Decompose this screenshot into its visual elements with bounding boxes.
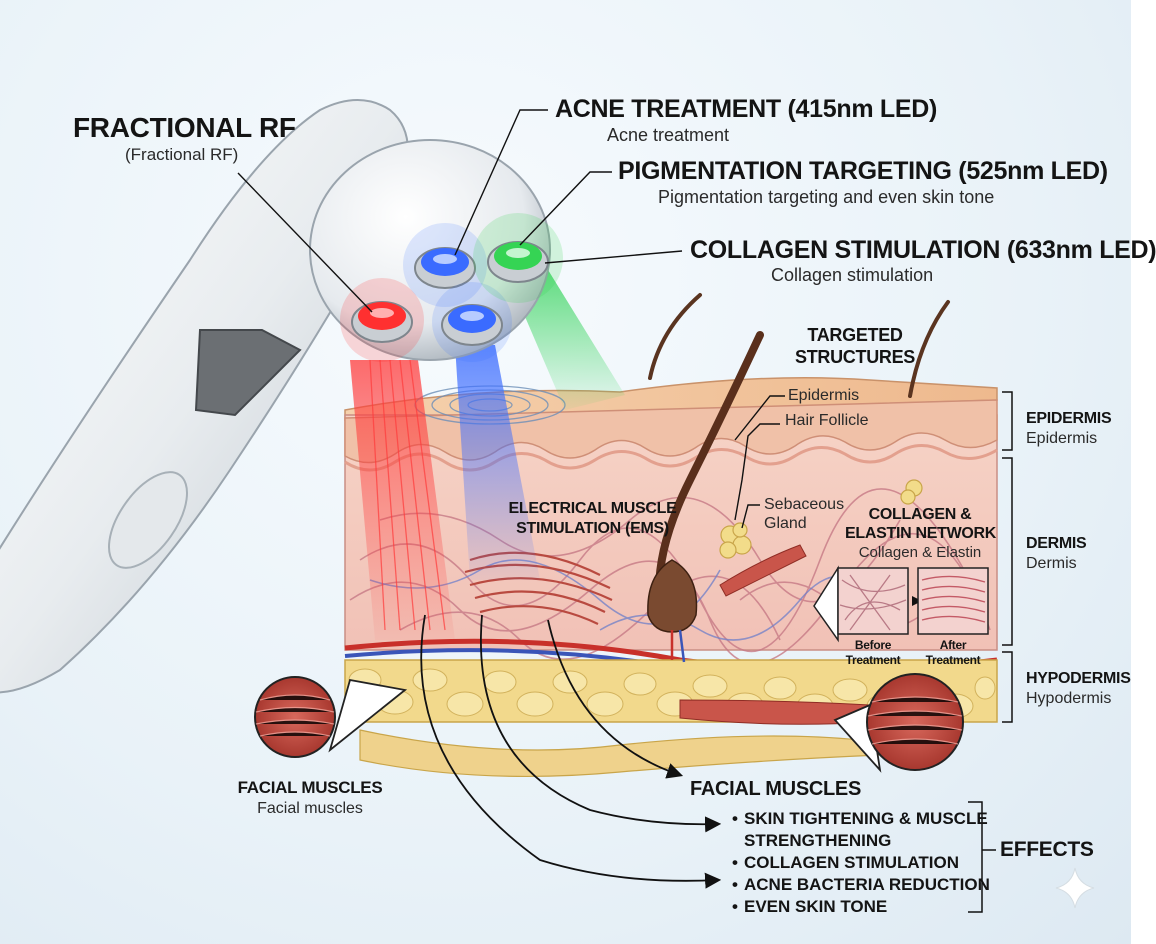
led-green [473,213,563,303]
label-fractional-rf-title: FRACTIONAL RF [73,112,296,143]
label-layer-dermis-sub: Dermis [1026,555,1077,572]
label-collagen-sub: Collagen stimulation [771,265,934,285]
sparkle-icon [1055,867,1095,909]
label-ems-line2: STIMULATION (EMS) [516,520,669,537]
effect-item: SKIN TIGHTENING & MUSCLE [732,808,990,830]
led-blue-upper [403,223,487,307]
led-red [340,278,424,362]
label-layer-hypodermis-title: HYPODERMIS [1026,670,1131,687]
muscle-magnifier-left [254,676,408,758]
diagram-artwork [0,99,1095,913]
label-fractional-rf-sub: (Fractional RF) [125,145,239,164]
label-layer-hypodermis-sub: Hypodermis [1026,690,1112,707]
label-sebaceous-line2: Gland [764,515,807,532]
label-collagen-title: COLLAGEN STIMULATION (633nm LED) [690,236,1156,264]
label-before-line2: Treatment [845,653,901,667]
label-facial-center: FACIAL MUSCLES [690,778,861,800]
label-layer-dermis-title: DERMIS [1026,535,1087,552]
label-acne-title: ACNE TREATMENT (415nm LED) [555,95,938,123]
label-after-line1: After [939,638,967,652]
collagen-insets [813,565,989,643]
effect-item: ACNE BACTERIA REDUCTION [732,874,990,896]
label-before-line1: Before [854,638,892,652]
effect-arrows [420,614,722,889]
label-layer-epidermis-title: EPIDERMIS [1026,410,1112,427]
label-pigmentation-title: PIGMENTATION TARGETING (525nm LED) [618,157,1108,185]
label-acne-sub: Acne treatment [607,125,730,145]
label-epidermis-callout: Epidermis [788,387,860,404]
skin-cross-section [344,293,998,778]
muscle-magnifier-right [833,673,964,773]
label-ems-line1: ELECTRICAL MUSCLE [508,500,677,517]
effect-item: EVEN SKIN TONE [732,896,990,918]
label-sebaceous-line1: Sebaceous [764,496,845,513]
effect-item-continued: STRENGTHENING [744,831,892,850]
label-hair-follicle: Hair Follicle [785,412,869,429]
label-after-line2: Treatment [925,653,981,667]
label-targeted-line1: TARGETED [807,325,903,345]
label-facial-left-title: FACIAL MUSCLES [237,778,383,797]
label-effects-title: EFFECTS [1000,838,1094,861]
label-network-line1: COLLAGEN & [868,506,972,523]
leader-lines [237,109,785,529]
label-network-sub: Collagen & Elastin [858,544,982,561]
label-network-line2: ELASTIN NETWORK [845,525,997,542]
label-facial-left-sub: Facial muscles [257,800,363,817]
diagram-stage: FRACTIONAL RF (Fractional RF) ACNE TREAT… [0,0,1131,944]
device-icon [0,99,563,694]
label-layer-epidermis-sub: Epidermis [1026,430,1098,447]
led-blue-lower [432,282,512,362]
effect-item: COLLAGEN STIMULATION [732,852,990,874]
label-targeted-line2: STRUCTURES [795,347,916,367]
effects-list: SKIN TIGHTENING & MUSCLE STRENGTHENING C… [732,808,990,918]
label-pigmentation-sub: Pigmentation targeting and even skin ton… [658,187,995,207]
